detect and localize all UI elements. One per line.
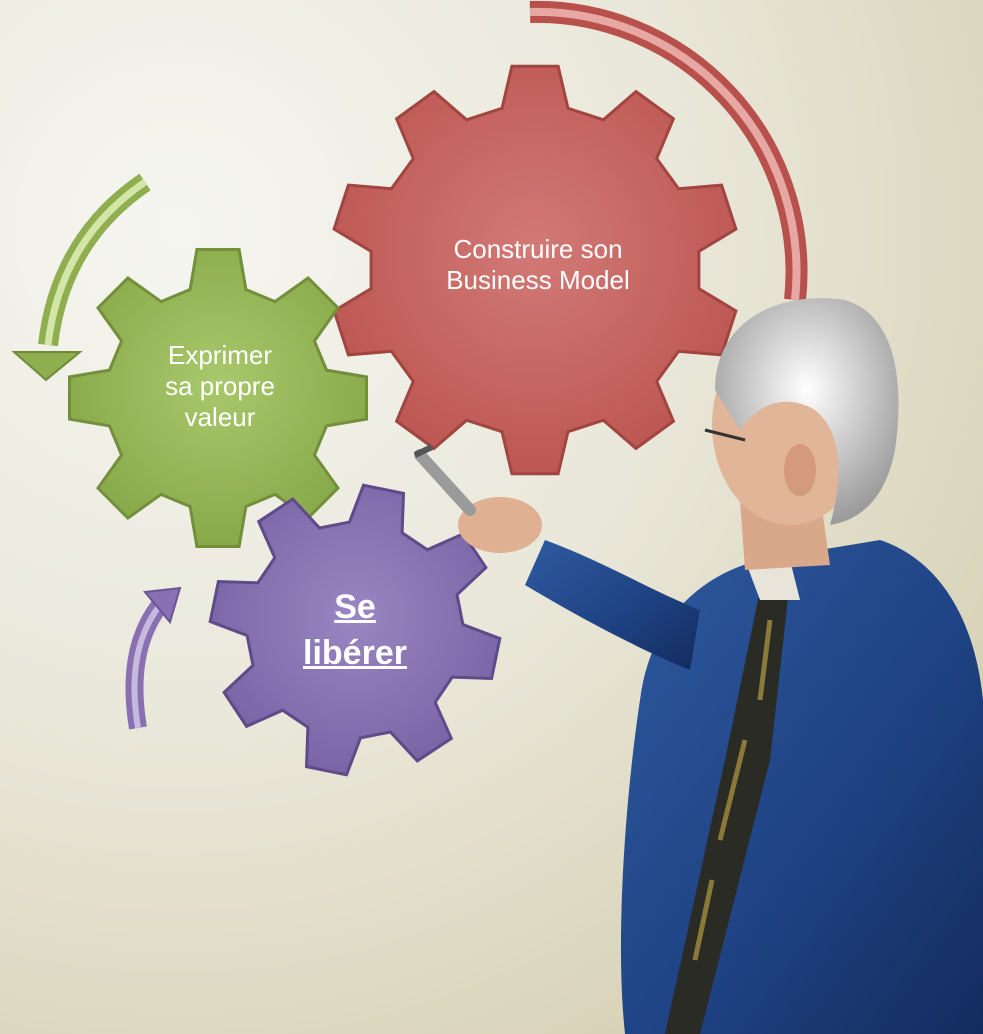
- presenter-person-icon: [413, 298, 983, 1034]
- gear-free-line2: libérer: [303, 633, 407, 672]
- green-cycle-arrow: [11, 173, 151, 382]
- gear-free-line1: Se: [334, 588, 376, 626]
- gear-label-free: Se libérer: [270, 585, 440, 677]
- gear-express-line2: sa propre: [165, 371, 275, 402]
- gear-build-line1: Construire son: [453, 234, 623, 264]
- gear-label-express: Exprimer sa propre valeur: [140, 340, 300, 434]
- gear-express-line1: Exprimer: [167, 340, 272, 370]
- gear-express-line3: valeur: [184, 402, 256, 433]
- gear-build-business-model: [332, 64, 738, 476]
- gear-build-line2: Business Model: [446, 265, 630, 296]
- gear-express-value: [68, 248, 368, 548]
- red-cycle-arrow: [529, 0, 808, 302]
- purple-cycle-arrow: [125, 586, 182, 730]
- gear-label-build: Construire son Business Model: [398, 234, 678, 296]
